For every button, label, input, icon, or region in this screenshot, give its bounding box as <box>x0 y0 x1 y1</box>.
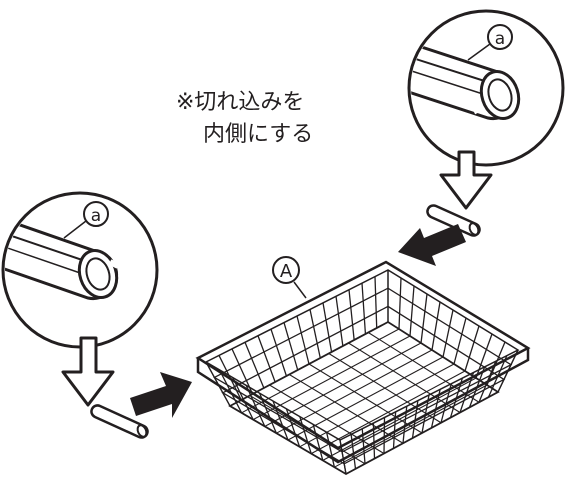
basket-wire <box>325 432 336 468</box>
basket-wire <box>486 341 506 386</box>
basket-wire <box>442 309 454 358</box>
basket-wire <box>453 317 467 365</box>
basket-floor-wire <box>308 363 423 434</box>
basket-floor-wire <box>367 332 480 403</box>
basket-wire <box>361 428 366 464</box>
basket-wire <box>420 293 428 344</box>
basket-wire <box>361 283 367 335</box>
basket-wire <box>475 333 493 379</box>
basket-wire <box>392 411 397 449</box>
basket-floor-wire <box>269 384 385 454</box>
basket-wire <box>283 322 299 371</box>
basket-wire <box>421 394 430 434</box>
basket-wire <box>487 355 508 398</box>
basket-wire <box>339 439 347 475</box>
basket-wire <box>299 416 312 454</box>
basket-wire <box>374 276 378 329</box>
basket-wire <box>259 392 277 434</box>
basket-wire <box>430 389 441 429</box>
basket-wire <box>402 406 408 444</box>
down-arrow-icon <box>439 150 493 210</box>
detail-circle-right: a <box>407 9 565 167</box>
label-A: A <box>280 261 293 282</box>
basket-wire <box>449 377 463 418</box>
basket-wire <box>205 361 231 407</box>
note-line-1: ※切れ込みを <box>176 90 305 115</box>
tube-closeup-left <box>5 216 120 301</box>
basket-wire <box>372 423 376 459</box>
basket-wire <box>497 349 519 393</box>
pin-right <box>426 204 481 237</box>
basket-wire <box>309 309 321 359</box>
basket-floor-wire <box>249 395 366 465</box>
basket-wire <box>218 369 243 414</box>
basket-wire <box>478 361 497 403</box>
basket-ring <box>213 287 513 453</box>
basket-wire <box>322 302 333 353</box>
label-circle-a-right <box>487 24 513 50</box>
basket-wire <box>312 424 324 461</box>
basket-wire <box>464 325 480 372</box>
insert-arrow-icon <box>398 224 466 266</box>
part-label-A: A <box>272 256 307 299</box>
basket-wire <box>285 408 301 448</box>
basket-wire <box>335 296 344 347</box>
basket-ring <box>221 305 506 465</box>
detail-circle-left: a <box>1 191 159 349</box>
basket-wire <box>231 348 254 395</box>
basket-wire <box>296 315 310 365</box>
basket-wire <box>411 400 419 439</box>
basket-wire <box>398 277 402 330</box>
basket-wire <box>244 342 265 389</box>
basket-wire <box>383 417 386 454</box>
label-a-left: a <box>91 206 101 226</box>
basket-wire <box>431 301 441 351</box>
insert-arrow-icon <box>130 372 192 418</box>
basket-floor-wire <box>328 353 442 424</box>
basket-wire <box>257 335 276 383</box>
basket-wire <box>468 366 486 408</box>
basket-wire <box>270 328 288 377</box>
down-arrow-icon <box>61 336 115 407</box>
label-circle-a-left <box>83 201 109 227</box>
wire-basket <box>195 260 531 476</box>
basket-wire <box>232 377 254 420</box>
pin-left <box>90 404 149 439</box>
basket-wire <box>218 355 242 401</box>
label-a-right: a <box>495 29 505 49</box>
basket-wire <box>348 289 355 341</box>
basket-wire <box>409 285 415 337</box>
note-line-2: 内側にする <box>203 122 314 147</box>
basket-wire <box>459 372 475 413</box>
basket-floor-wire <box>288 374 404 444</box>
basket-wire <box>350 434 357 469</box>
